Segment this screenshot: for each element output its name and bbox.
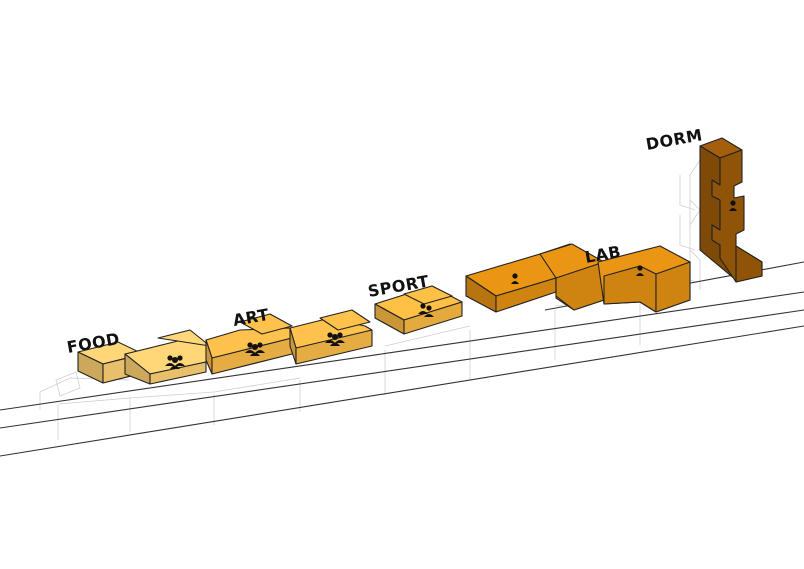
person-icon	[511, 273, 519, 284]
dorm-block	[699, 137, 763, 283]
sport-block	[374, 285, 463, 335]
occupancy-icons	[165, 200, 737, 369]
people-group-icon	[245, 342, 265, 356]
person-icon	[729, 200, 737, 211]
people-group-icon	[325, 332, 345, 346]
person-icon	[636, 265, 644, 276]
ground-lines	[0, 261, 804, 457]
dorm-label: DORM	[644, 125, 704, 154]
art-block	[205, 309, 373, 375]
lab-block	[465, 243, 691, 313]
people-group-icon	[165, 355, 185, 369]
people-group-icon	[418, 303, 434, 317]
